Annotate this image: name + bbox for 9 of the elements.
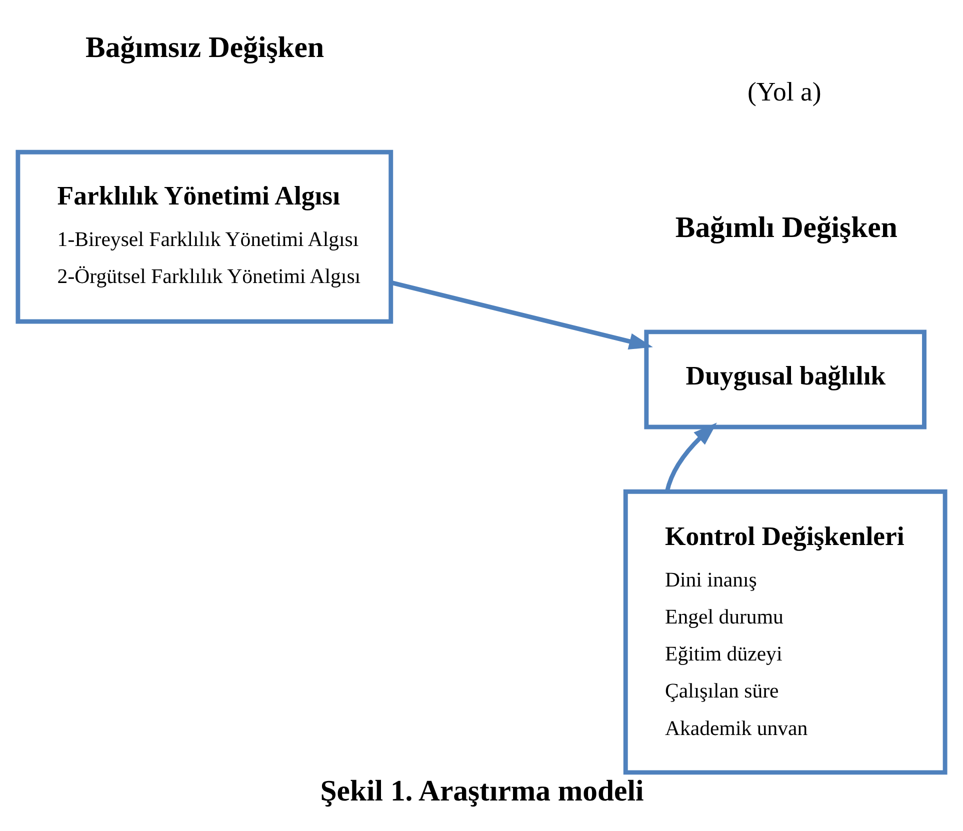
arrow xyxy=(664,422,717,492)
caption: Şekil 1. Araştırma modeli xyxy=(320,776,644,808)
arrow xyxy=(390,280,653,350)
label: Bağımsız Değişken xyxy=(86,32,324,64)
node-box: Farklılık Yönetimi Algısı 1-Bireysel Farklılık Yönetimi Algısı 2-Örgütsel Farklılık Yönetimi Algısı xyxy=(16,150,394,324)
label: (Yol a) xyxy=(747,76,822,107)
label: Bağımlı Değişken xyxy=(675,212,898,244)
node-box: Kontrol Değişkenleri Dini inanış Engel durumu Eğitim düzeyi Çalışılan süre Akademik unvan xyxy=(623,489,948,775)
node-box: Duygusal bağlılık xyxy=(644,330,926,430)
